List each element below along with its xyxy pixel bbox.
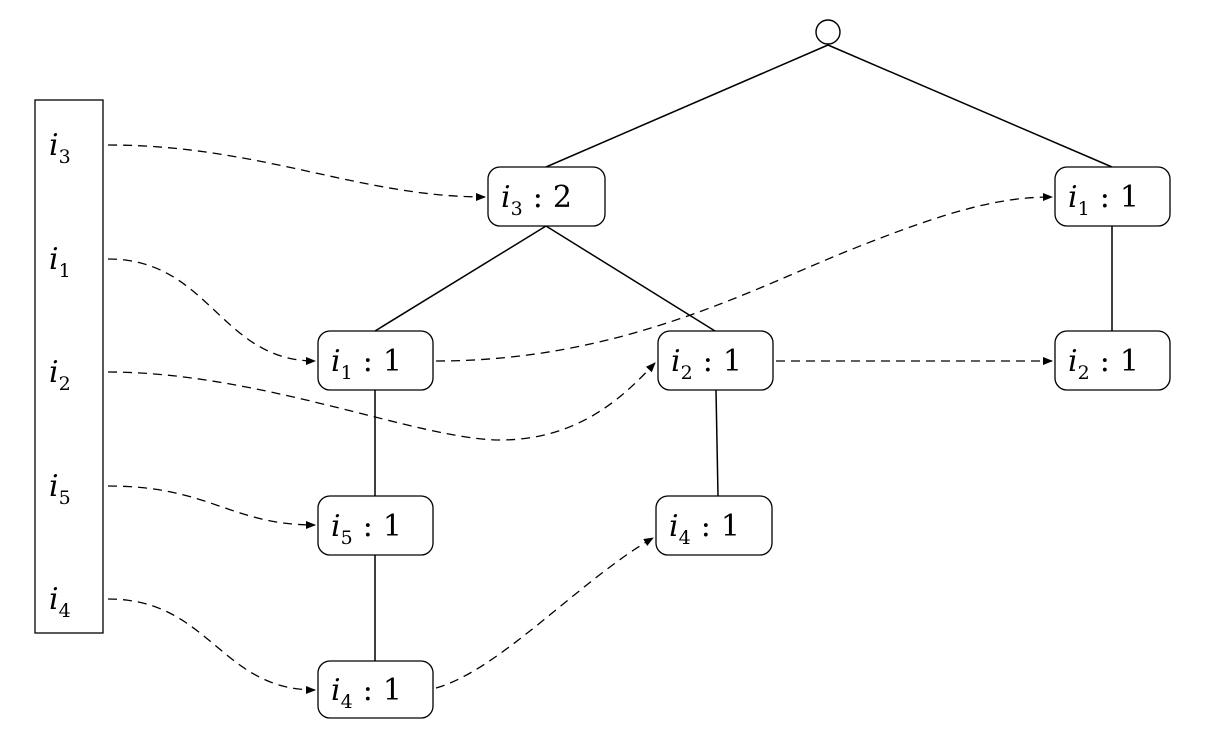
tree-node-i5: i5:1 xyxy=(317,495,434,556)
svg-text:i1:1: i1:1 xyxy=(331,344,402,384)
node-links xyxy=(107,144,1053,694)
svg-text:i5:1: i5:1 xyxy=(331,509,402,549)
tree-edge xyxy=(374,225,547,332)
node-link-arrow xyxy=(107,485,316,529)
svg-text:i1:1: i1:1 xyxy=(1068,180,1139,220)
tree-node-i4-mid: i4:1 xyxy=(655,495,773,556)
svg-text:i4:1: i4:1 xyxy=(331,673,402,713)
svg-text:i4: i4 xyxy=(49,582,71,622)
header-item: i3 xyxy=(49,128,71,168)
svg-text:i2:1: i2:1 xyxy=(1068,344,1139,384)
root-node xyxy=(815,19,841,45)
svg-text:i2: i2 xyxy=(49,355,71,395)
node-link-arrow xyxy=(435,193,1053,362)
header-item: i4 xyxy=(49,582,71,622)
svg-text:i1: i1 xyxy=(49,242,71,282)
tree-node-i4-bottom: i4:1 xyxy=(317,660,434,719)
svg-text:i4:1: i4:1 xyxy=(669,509,740,549)
node-link-arrow xyxy=(107,598,316,694)
tree-node-i1-left: i1:1 xyxy=(317,330,434,391)
svg-text:i2:1: i2:1 xyxy=(671,344,742,384)
svg-text:i3:2: i3:2 xyxy=(501,180,572,220)
tree-edge xyxy=(715,389,719,497)
svg-text:i3: i3 xyxy=(49,128,71,168)
tree-edge xyxy=(545,44,829,168)
node-link-arrow xyxy=(107,258,316,365)
node-link-arrow xyxy=(435,537,654,689)
header-item: i1 xyxy=(49,242,71,282)
tree-node-i1-right: i1:1 xyxy=(1054,166,1171,227)
node-link-arrow xyxy=(107,362,656,441)
node-link-arrow xyxy=(107,144,486,201)
tree-edge xyxy=(545,225,716,332)
tree-edge xyxy=(827,44,1113,168)
tree-edges xyxy=(374,44,1113,661)
svg-text:i5: i5 xyxy=(49,469,71,509)
header-item: i2 xyxy=(49,355,71,395)
header-item: i5 xyxy=(49,469,71,509)
tree-node-i3: i3:2 xyxy=(487,166,606,227)
tree-node-i2-mid: i2:1 xyxy=(657,330,774,391)
header-table xyxy=(34,99,104,634)
tree-node-i2-right: i2:1 xyxy=(1054,330,1171,391)
